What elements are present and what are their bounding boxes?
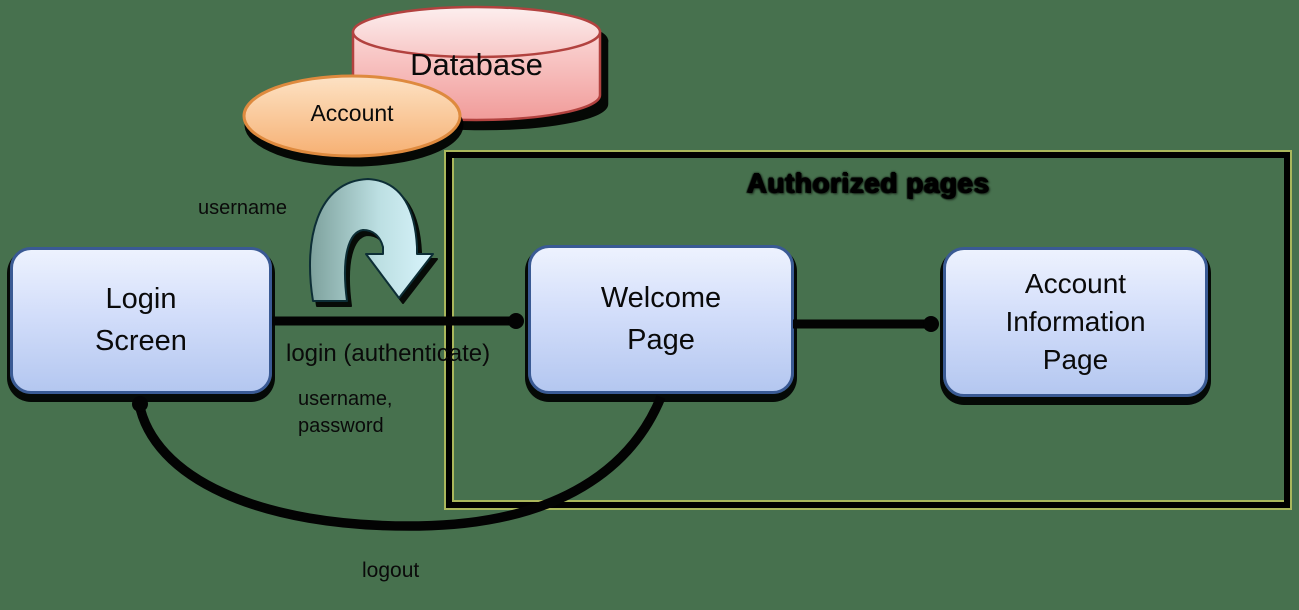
account-information-page-node: Account Information Page: [943, 247, 1208, 397]
authorized-pages-container: Authorized pages: [444, 150, 1292, 510]
login-authenticate-edge-label: login (authenticate): [286, 340, 491, 367]
curved-lookup-arrow-icon: [309, 178, 434, 302]
authorized-pages-title: Authorized pages: [746, 167, 990, 198]
username-edge-label: username: [198, 197, 287, 219]
account-entity-label: Account: [310, 100, 394, 126]
login-screen-label: Login Screen: [95, 283, 187, 357]
welcome-page-node: Welcome Page: [528, 245, 794, 394]
logout-edge-label: logout: [362, 559, 420, 582]
account-information-page-label: Account Information Page: [1005, 268, 1146, 375]
welcome-page-label: Welcome Page: [600, 282, 722, 356]
credentials-edge-label: username, password: [298, 388, 393, 437]
database-label: Database: [410, 47, 543, 82]
login-screen-node: Login Screen: [10, 247, 272, 394]
